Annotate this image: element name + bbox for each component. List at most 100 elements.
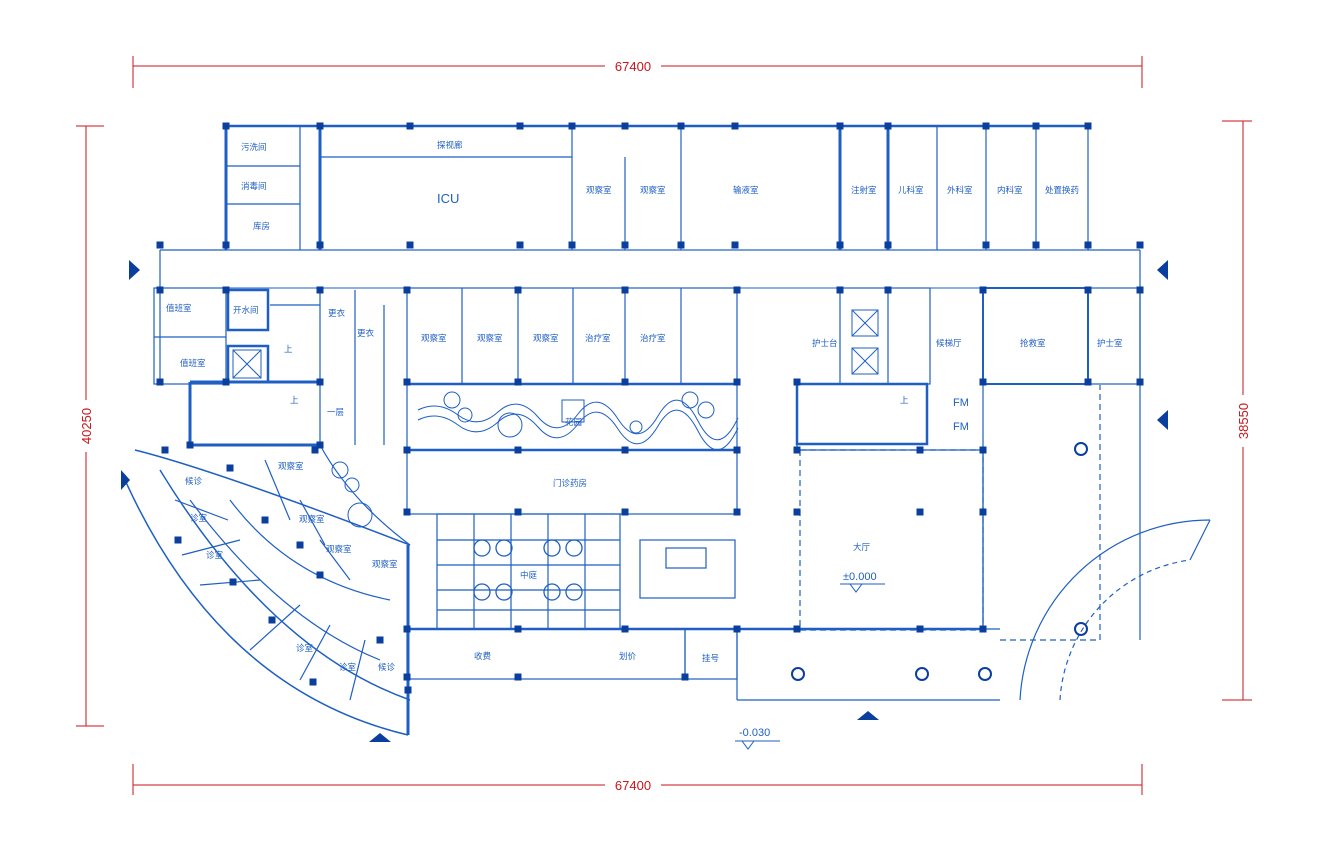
column-15 — [406, 241, 414, 249]
room-observation-9: 观察室 — [372, 559, 398, 570]
room-waiting-1: 候诊 — [185, 476, 203, 487]
column-77 — [161, 446, 169, 454]
room-elevator-hall: 候梯厅 — [936, 338, 962, 349]
room-garden: 花园 — [565, 417, 582, 428]
column-43 — [403, 378, 411, 386]
column-26 — [156, 241, 164, 249]
stair-up-left: 上 — [290, 396, 299, 406]
room-observation-5: 观察室 — [533, 333, 559, 344]
dimension-top: 67400 — [132, 56, 1143, 88]
column-37 — [979, 286, 987, 294]
elevators — [232, 309, 879, 379]
room-infusion: 输液室 — [733, 185, 759, 196]
room-surgery: 外科室 — [947, 185, 973, 196]
column-19 — [677, 241, 685, 249]
column-42 — [316, 378, 324, 386]
column-6 — [677, 122, 685, 130]
column-76 — [681, 673, 689, 681]
room-atrium: 中庭 — [520, 570, 538, 581]
column-5 — [621, 122, 629, 130]
room-waiting-2: 候诊 — [378, 662, 396, 673]
column-58 — [916, 446, 924, 454]
stair-up-right: 上 — [900, 396, 909, 406]
column-11 — [1032, 122, 1040, 130]
column-88 — [404, 686, 412, 694]
column-7 — [731, 122, 739, 130]
column-35 — [836, 286, 844, 294]
dimension-left: 40250 — [76, 125, 104, 727]
column-63 — [733, 508, 741, 516]
column-72 — [916, 625, 924, 633]
column-17 — [568, 241, 576, 249]
room-lobby: 大厅 — [853, 542, 871, 553]
column-56 — [733, 446, 741, 454]
level-marker-exterior: -0.030 — [735, 727, 780, 750]
column-24 — [1032, 241, 1040, 249]
column-14 — [316, 241, 324, 249]
room-registration: 挂号 — [702, 653, 719, 664]
room-stair-first: 一层 — [327, 408, 344, 418]
column-13 — [222, 241, 230, 249]
entrance-markers — [121, 260, 1168, 742]
column-61 — [514, 508, 522, 516]
column-73 — [979, 625, 987, 633]
dimension-right: 38550 — [1222, 120, 1252, 701]
column-20 — [731, 241, 739, 249]
column-46 — [733, 378, 741, 386]
dimension-bottom: 67400 — [132, 764, 1143, 795]
column-67 — [403, 625, 411, 633]
room-sewage: 污洗间 — [241, 142, 267, 153]
column-84 — [229, 578, 237, 586]
column-87 — [376, 636, 384, 644]
column-80 — [261, 516, 269, 524]
column-27 — [1136, 241, 1144, 249]
column-0 — [222, 122, 230, 130]
room-observation-4: 观察室 — [477, 333, 503, 344]
columns — [156, 122, 1144, 694]
room-consult-1: 诊室 — [190, 513, 208, 524]
room-stair-label: 上 — [284, 345, 293, 355]
column-4 — [568, 122, 576, 130]
room-treatment-1: 治疗室 — [585, 333, 611, 344]
column-16 — [516, 241, 524, 249]
svg-text:-0.030: -0.030 — [739, 727, 770, 739]
column-69 — [621, 625, 629, 633]
column-34 — [733, 286, 741, 294]
room-treatment-2: 治疗室 — [640, 333, 666, 344]
column-12 — [1084, 122, 1092, 130]
column-59 — [979, 446, 987, 454]
round-columns — [791, 442, 1088, 681]
atrium-planters — [473, 539, 583, 601]
column-66 — [979, 508, 987, 516]
column-52 — [316, 441, 324, 449]
column-2 — [406, 122, 414, 130]
room-icu: ICU — [437, 191, 459, 206]
column-3 — [516, 122, 524, 130]
column-30 — [316, 286, 324, 294]
room-rescue: 抢救室 — [1020, 338, 1046, 349]
column-21 — [836, 241, 844, 249]
column-29 — [222, 286, 230, 294]
column-74 — [403, 673, 411, 681]
room-labels: 污洗间 消毒间 库房 探视廊 ICU 观察室 观察室 输液室 注射室 儿科室 外… — [166, 140, 1123, 673]
column-85 — [268, 616, 276, 624]
column-33 — [621, 286, 629, 294]
column-65 — [916, 508, 924, 516]
room-pharmacy: 门诊药房 — [553, 478, 587, 489]
room-visiting-corridor: 探视廊 — [437, 140, 463, 151]
column-36 — [884, 286, 892, 294]
fire-door-2: FM — [953, 421, 969, 433]
column-1 — [316, 122, 324, 130]
room-disposal: 处置换药 — [1045, 185, 1079, 196]
column-55 — [621, 446, 629, 454]
room-duty-2: 值班室 — [180, 358, 206, 369]
column-40 — [156, 378, 164, 386]
column-53 — [403, 446, 411, 454]
column-78 — [226, 464, 234, 472]
column-18 — [621, 241, 629, 249]
column-68 — [514, 625, 522, 633]
column-9 — [884, 122, 892, 130]
fire-door-1: FM — [953, 397, 969, 409]
room-observation-2: 观察室 — [640, 185, 666, 196]
column-45 — [621, 378, 629, 386]
